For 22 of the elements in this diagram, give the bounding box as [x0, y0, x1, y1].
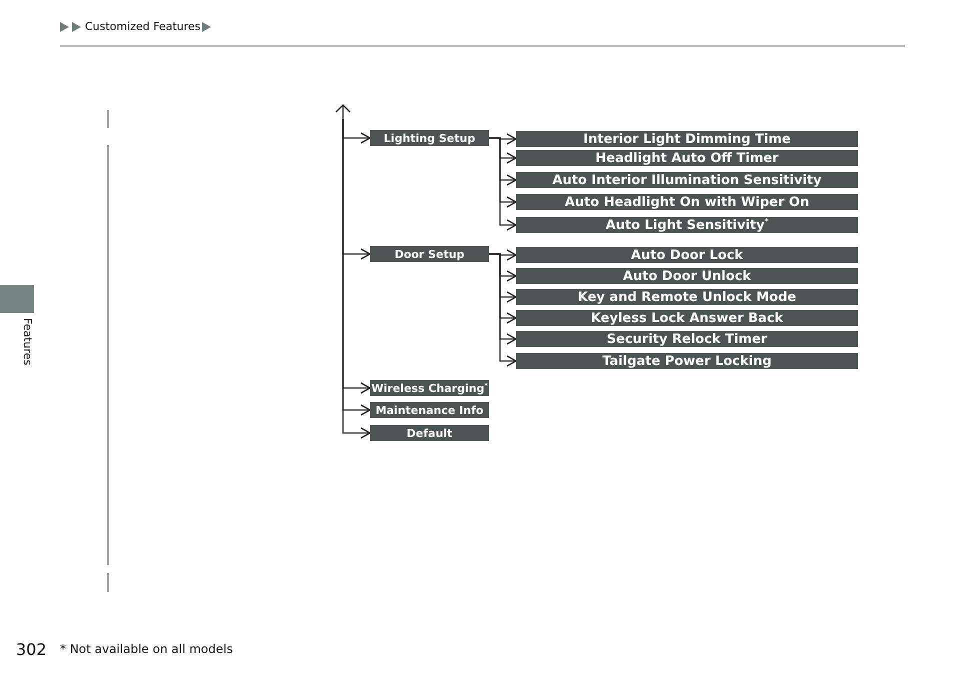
menu-option: Key and Remote Unlock Mode [516, 289, 858, 305]
section-tab-label: Features [21, 318, 34, 366]
arrow [489, 253, 517, 367]
menu-category: Door Setup [370, 246, 489, 262]
menu-option: Auto Light Sensitivity$^{*}$ [516, 217, 858, 233]
menu-option: Keyless Lock Answer Back [516, 310, 858, 326]
menu-option: Security Relock Timer [516, 331, 858, 347]
menu-option: Auto Interior Illumination Sensitivity [516, 172, 858, 188]
menu-option: Interior Light Dimming Time [516, 131, 858, 147]
menu-category: Lighting Setup [370, 130, 489, 146]
breadcrumb-text: Customized Features [85, 20, 201, 33]
page-number: 302 [16, 640, 47, 659]
menu-option: Tailgate Power Locking [516, 353, 858, 369]
menu-category: Maintenance Info [370, 402, 489, 418]
arrow [489, 137, 517, 231]
menu-option: Auto Door Unlock [516, 268, 858, 284]
footnote: * Not available on all models [60, 642, 233, 656]
menu-option: Auto Door Lock [516, 247, 858, 263]
menu-option: Headlight Auto Off Timer [516, 150, 858, 166]
menu-option: Auto Headlight On with Wiper On [516, 194, 858, 210]
menu-category: Wireless Charging$^{*}$ [370, 380, 489, 396]
menu-category: Default [370, 425, 489, 441]
